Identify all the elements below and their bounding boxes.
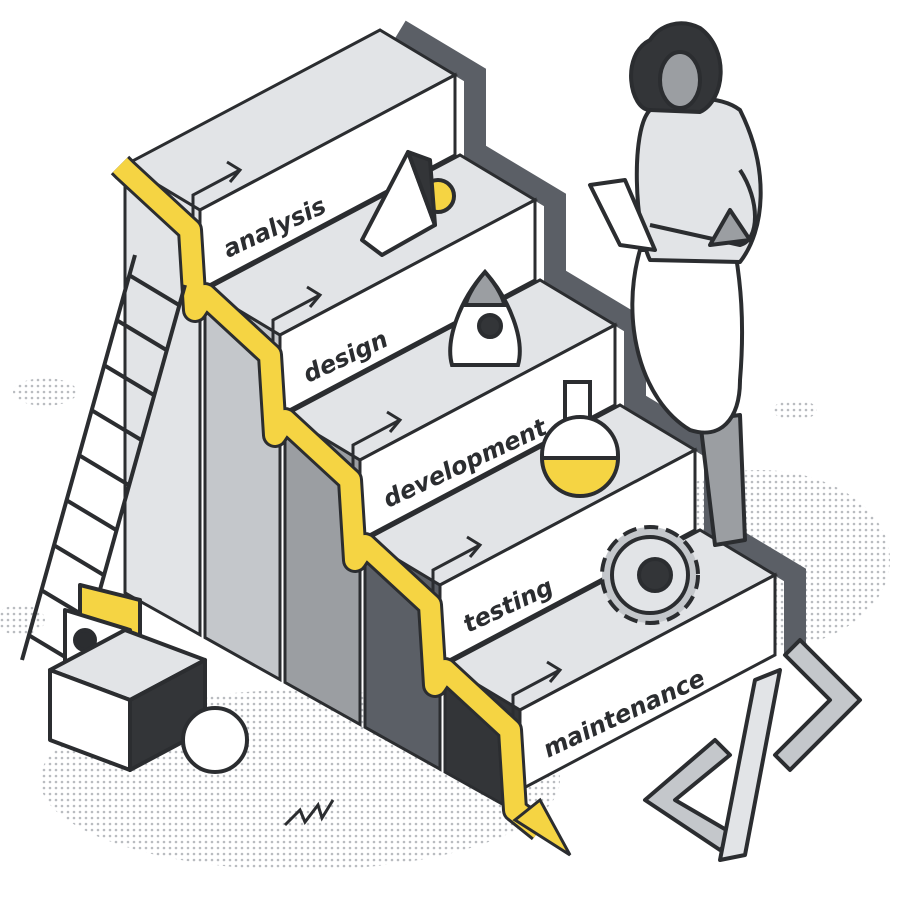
woman-with-tablet (588, 21, 763, 547)
ladder-rung (115, 318, 168, 352)
document-box (48, 583, 249, 774)
wedge-object (360, 150, 456, 257)
arrow-icon (511, 668, 561, 720)
arrow-head-icon (306, 285, 323, 308)
arrow-head-icon (546, 660, 563, 683)
rocket-object (448, 268, 522, 367)
code-symbol-object (643, 638, 862, 862)
arrow-icon (351, 418, 401, 470)
arrow-icon (191, 168, 241, 220)
ladder-rung (90, 408, 143, 442)
yellow-arrow-head (512, 797, 572, 857)
staircase (110, 20, 806, 857)
arrow-head-icon (466, 535, 483, 558)
ball (181, 706, 249, 774)
ladder-rung (103, 363, 156, 397)
ladder-rung (65, 498, 118, 532)
spark-doodle (283, 799, 335, 827)
ladder-rung (128, 273, 181, 307)
gear-object (600, 525, 700, 625)
flask-object (539, 380, 621, 498)
ladder-rung (78, 453, 131, 487)
arrow-icon (431, 543, 481, 595)
arrow-head-icon (386, 410, 403, 433)
ladder-rung (52, 543, 106, 577)
arrow-icon (271, 293, 321, 345)
arrow-head-icon (226, 160, 243, 183)
yellow-flow-path (112, 157, 547, 838)
